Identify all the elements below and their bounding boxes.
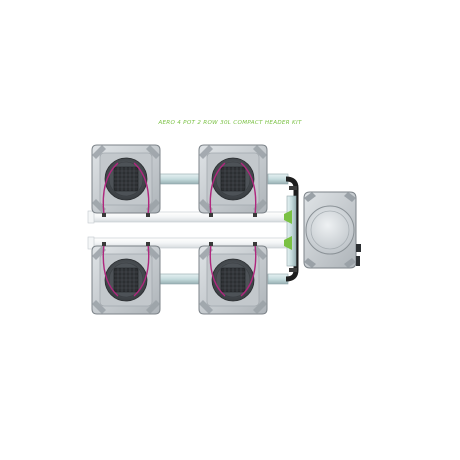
drip-line-connector bbox=[253, 242, 257, 246]
header-tank-lid bbox=[305, 205, 355, 255]
pot-corner-bevel bbox=[92, 246, 106, 260]
header-tank-corner-tl bbox=[304, 192, 316, 202]
pot-bottom-right bbox=[198, 242, 268, 315]
drip-line-connector bbox=[146, 213, 150, 217]
drip-line bbox=[133, 162, 150, 216]
bottom-row-to-tank-pipe bbox=[267, 273, 289, 285]
pot-corner-bevel bbox=[92, 145, 106, 159]
fitting-upper-green bbox=[284, 210, 292, 224]
drip-line-connector bbox=[146, 242, 150, 246]
pot-corner-bevel bbox=[146, 246, 160, 260]
pot-top-right bbox=[198, 144, 268, 217]
drip-line bbox=[240, 162, 257, 216]
drip-line bbox=[133, 243, 150, 297]
drip-line bbox=[240, 243, 257, 297]
hose-clamp-bottom bbox=[289, 268, 297, 272]
drip-line-connector bbox=[253, 213, 257, 217]
return-manifold bbox=[284, 176, 299, 282]
pot-corner-bevel bbox=[253, 300, 267, 314]
pot-corner-bevel bbox=[253, 199, 267, 213]
bottom-row-connector-pipe bbox=[159, 273, 201, 285]
top-row-connector-pipe bbox=[159, 173, 201, 185]
fitting-lower-green bbox=[284, 236, 292, 250]
pot-corner-bevel bbox=[199, 199, 213, 213]
header-tank-lid-inner bbox=[310, 210, 350, 250]
pot-corner-bevel bbox=[146, 199, 160, 213]
drip-line-connector bbox=[102, 242, 106, 246]
pot-corner-bevel bbox=[199, 145, 213, 159]
kit-title: AERO 4 POT 2 ROW 30L COMPACT HEADER KIT bbox=[157, 120, 302, 126]
drip-line bbox=[102, 162, 119, 216]
pot-bottom-left bbox=[91, 242, 161, 315]
drip-line bbox=[209, 243, 226, 297]
pot-corner-bevel bbox=[253, 145, 267, 159]
header-tank bbox=[303, 191, 361, 269]
pot-corner-bevel bbox=[146, 300, 160, 314]
header-tank-outlet bbox=[356, 244, 361, 252]
header-supply-pipes bbox=[87, 210, 289, 250]
header-end-cap-lower bbox=[87, 236, 95, 250]
pots-layer bbox=[91, 144, 268, 315]
pot-corner-bevel bbox=[92, 300, 106, 314]
pot-corner-bevel bbox=[199, 246, 213, 260]
header-end-cap-upper bbox=[87, 210, 95, 224]
drip-line bbox=[209, 162, 226, 216]
hose-clamp-top bbox=[289, 186, 297, 190]
header-tank-corner-bl bbox=[304, 258, 316, 268]
header-tank-corner-tr bbox=[344, 192, 356, 202]
top-row-to-tank-pipe bbox=[267, 173, 289, 185]
drip-line-connector bbox=[102, 213, 106, 217]
pot-corner-bevel bbox=[253, 246, 267, 260]
pot-corner-bevel bbox=[146, 145, 160, 159]
drip-line-connector bbox=[209, 213, 213, 217]
vertical-manifold-pipe bbox=[286, 195, 297, 267]
pot-corner-bevel bbox=[92, 199, 106, 213]
header-tank-outlet-pipe bbox=[356, 256, 360, 266]
drip-line-connector bbox=[209, 242, 213, 246]
drip-line bbox=[102, 243, 119, 297]
header-tank-corner-br bbox=[344, 258, 356, 268]
pot-corner-bevel bbox=[199, 300, 213, 314]
pot-top-left bbox=[91, 144, 161, 217]
